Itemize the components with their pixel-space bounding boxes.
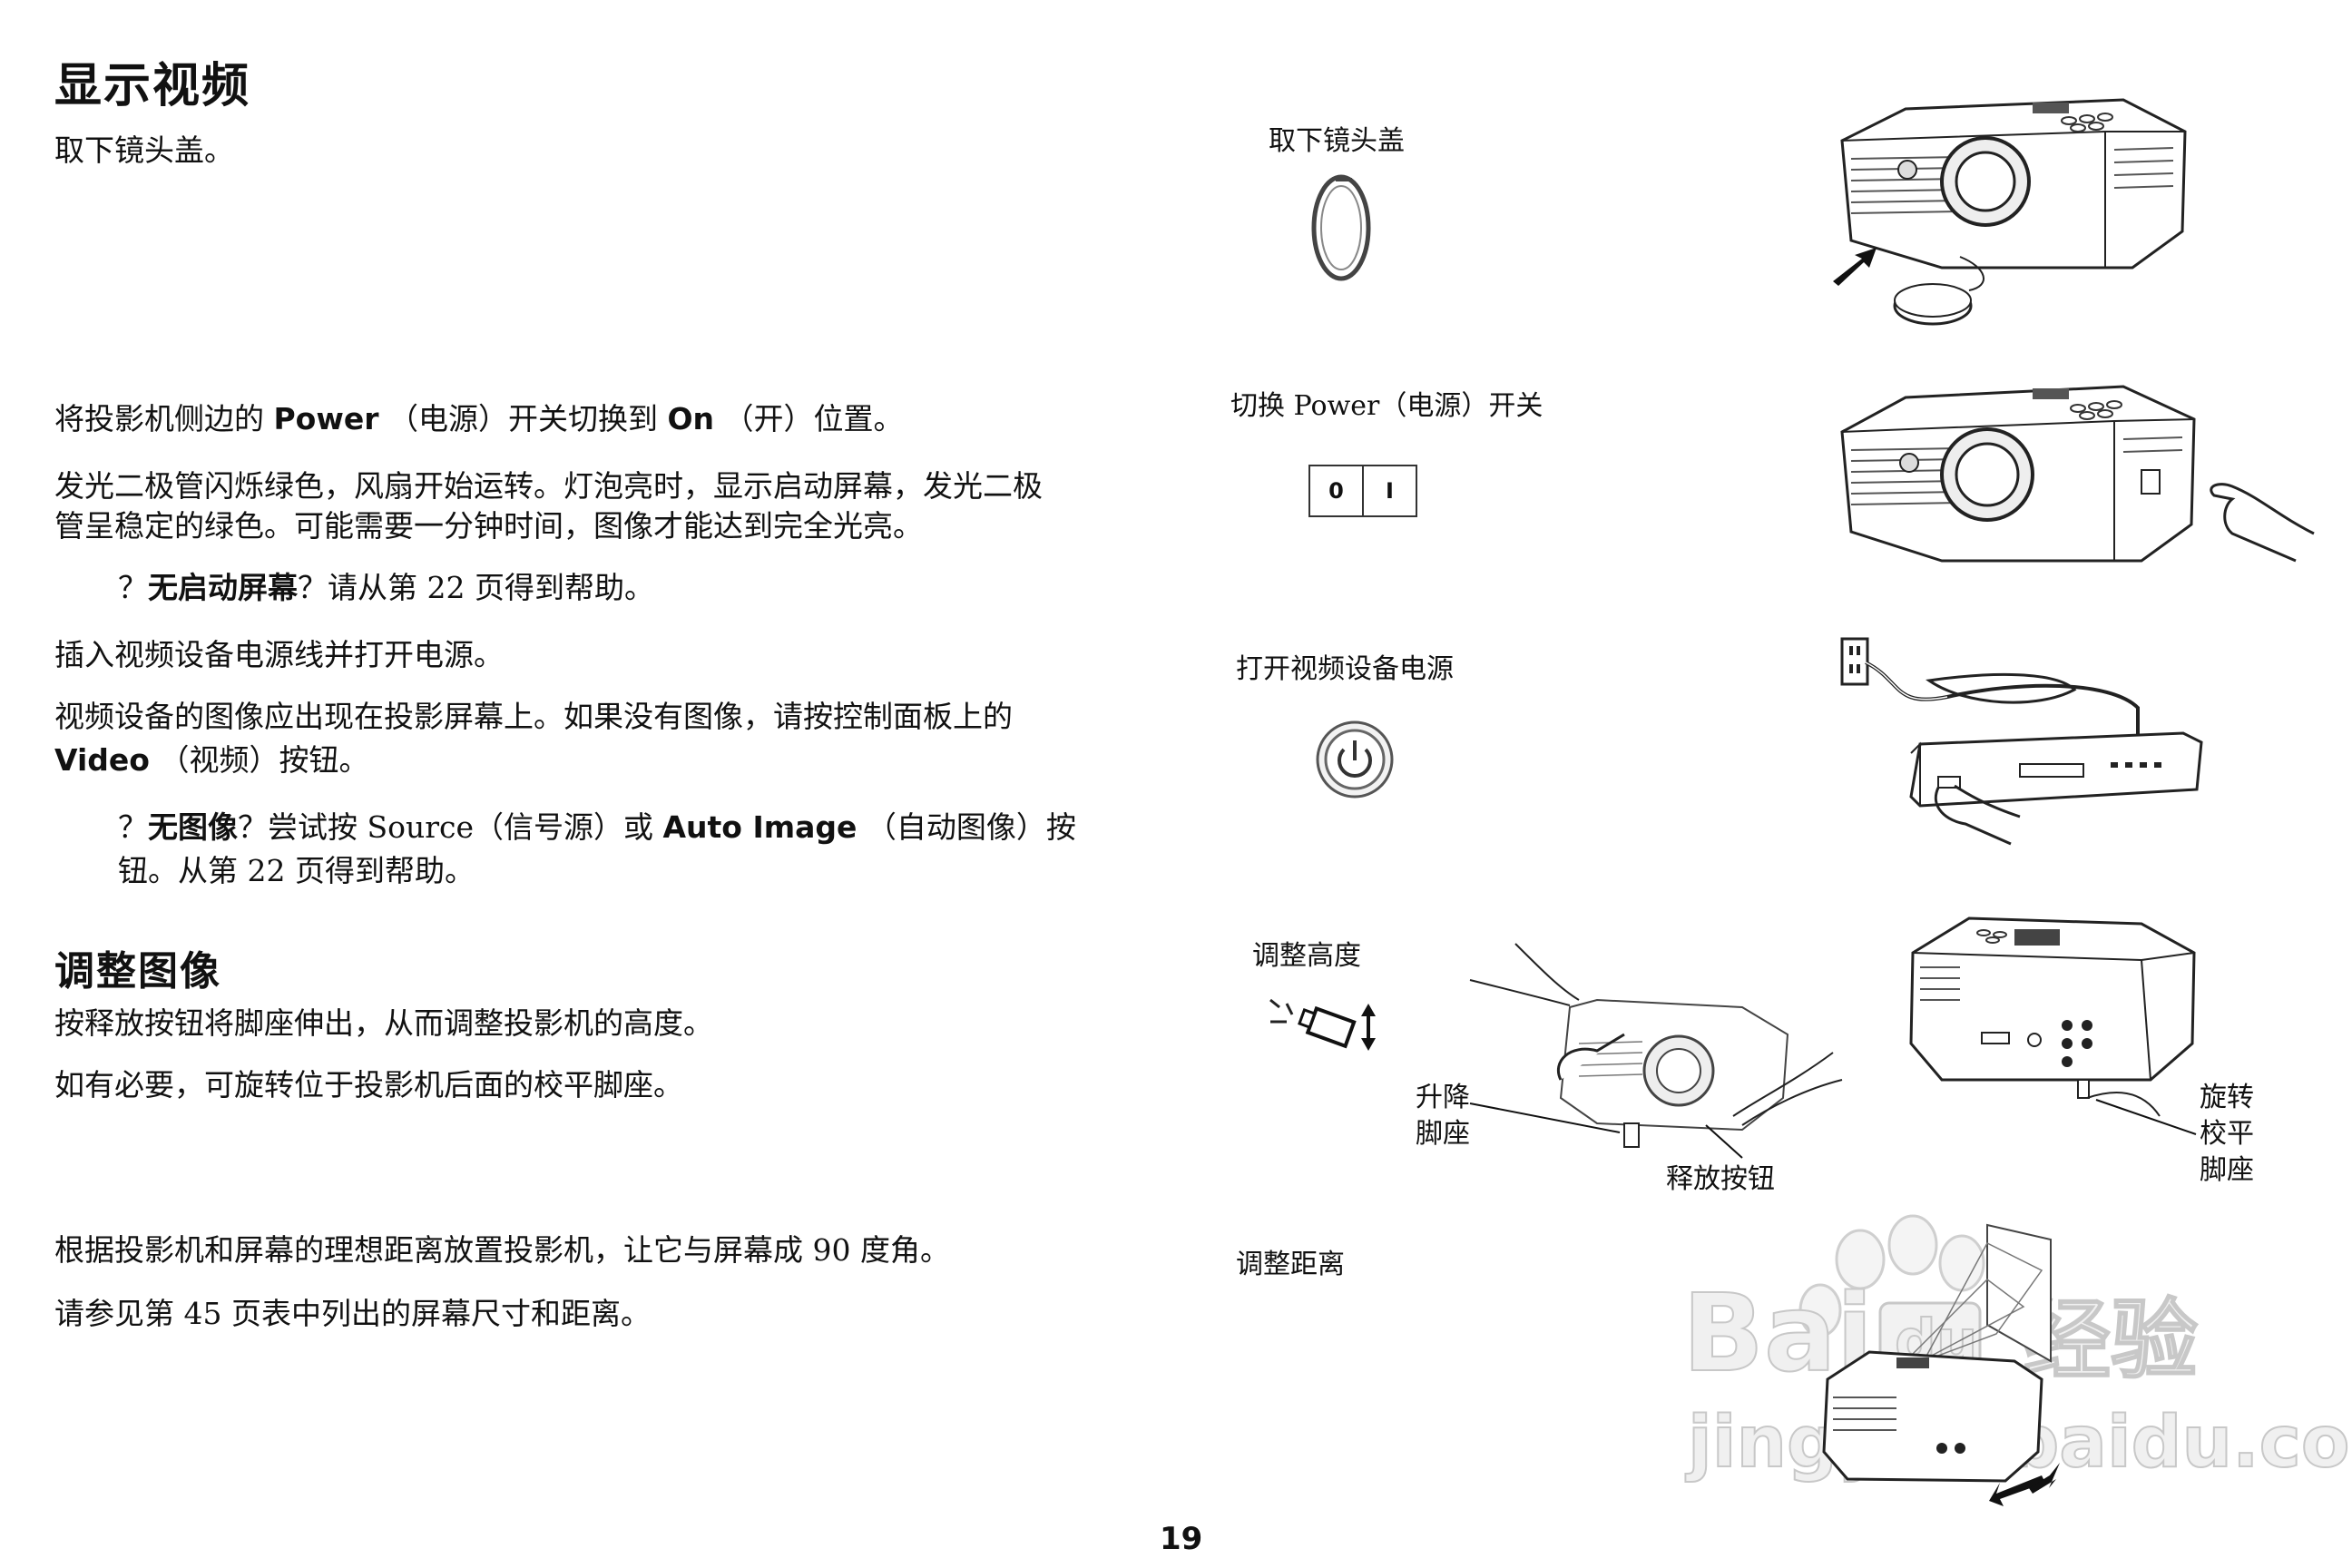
vcr-illustration: [1840, 637, 2203, 846]
height-adjust-icon: [1269, 998, 1376, 1051]
outlet-illustration: [1840, 637, 1869, 686]
paragraph-image-line2: Video （视频）按钮。: [54, 742, 369, 778]
paragraph-led-line1: 发光二极管闪烁绿色，风扇开始运转。灯泡亮时，显示启动屏幕，发光二极: [54, 468, 1043, 504]
paragraph-remove-cap: 取下镜头盖。: [54, 132, 234, 168]
page-number: 19: [1160, 1521, 1203, 1557]
hand-illustration-left: [1556, 1033, 1625, 1081]
projector-illustration-rear: [1909, 916, 2197, 1135]
projector-illustration-power: [1840, 385, 2315, 563]
paragraph-plug-video: 插入视频设备电源线并打开电源。: [54, 637, 504, 672]
projector-illustration-distance: [1822, 1223, 2060, 1506]
hand-illustration-right: [2086, 1092, 2161, 1117]
label-lift-foot: 升降脚座: [1416, 1082, 1470, 1150]
paragraph-image-line1: 视频设备的图像应出现在投影屏幕上。如果没有图像，请按控制面板上的: [54, 699, 1013, 734]
caption-adjust-height: 调整高度: [1252, 940, 1361, 972]
watermark-cn: 经验: [2024, 1289, 2198, 1391]
paw-icon: [1798, 1214, 1985, 1338]
projector-illustration-lift: [1469, 943, 1843, 1159]
paragraph-power-switch: 将投影机侧边的 Power （电源）开关切换到 On （开）位置。: [54, 401, 904, 436]
paragraph-release-button: 按释放按钮将脚座伸出，从而调整投影机的高度。: [54, 1005, 713, 1041]
paragraph-leveling-foot: 如有必要，可旋转位于投影机后面的校平脚座。: [54, 1067, 683, 1102]
switch-on-label: I: [1386, 478, 1394, 504]
caption-video-power: 打开视频设备电源: [1236, 653, 1454, 685]
projector-illustration-remove-cap: [1833, 98, 2187, 326]
tip-no-image-line2: 钮。从第 22 页得到帮助。: [118, 853, 475, 888]
caption-remove-cap: 取下镜头盖: [1269, 125, 1405, 157]
caption-power-switch: 切换 Power（电源）开关: [1230, 390, 1544, 422]
caption-adjust-distance: 调整距离: [1236, 1249, 1345, 1280]
hand-illustration: [1934, 787, 2012, 846]
lens-cap-icon: [1311, 174, 1371, 281]
paragraph-distance: 根据投影机和屏幕的理想距离放置投影机，让它与屏幕成 90 度角。: [54, 1232, 950, 1268]
label-rotate-foot: 旋转校平脚座: [2200, 1082, 2254, 1186]
switch-off-label: 0: [1310, 466, 1364, 515]
tip-no-image-line1: ？无图像？尝试按 Source（信号源）或 Auto Image （自动图像）按: [118, 809, 1076, 845]
label-release-button: 释放按钮: [1666, 1163, 1775, 1195]
paragraph-led-line2: 管呈稳定的绿色。可能需要一分钟时间，图像才能达到完全光亮。: [54, 508, 923, 544]
power-switch-icon: 0 I: [1308, 465, 1417, 517]
tip-no-startup-screen: ？无启动屏幕？请从第 22 页得到帮助。: [118, 570, 654, 605]
section-title-adjust-image: 调整图像: [54, 948, 221, 995]
screen-illustration: [1986, 1223, 2052, 1363]
section-title-display-video: 显示视频: [54, 59, 251, 113]
power-button-icon: [1316, 720, 1394, 799]
paragraph-screen-table: 请参见第 45 页表中列出的屏幕尺寸和距离。: [54, 1296, 651, 1331]
